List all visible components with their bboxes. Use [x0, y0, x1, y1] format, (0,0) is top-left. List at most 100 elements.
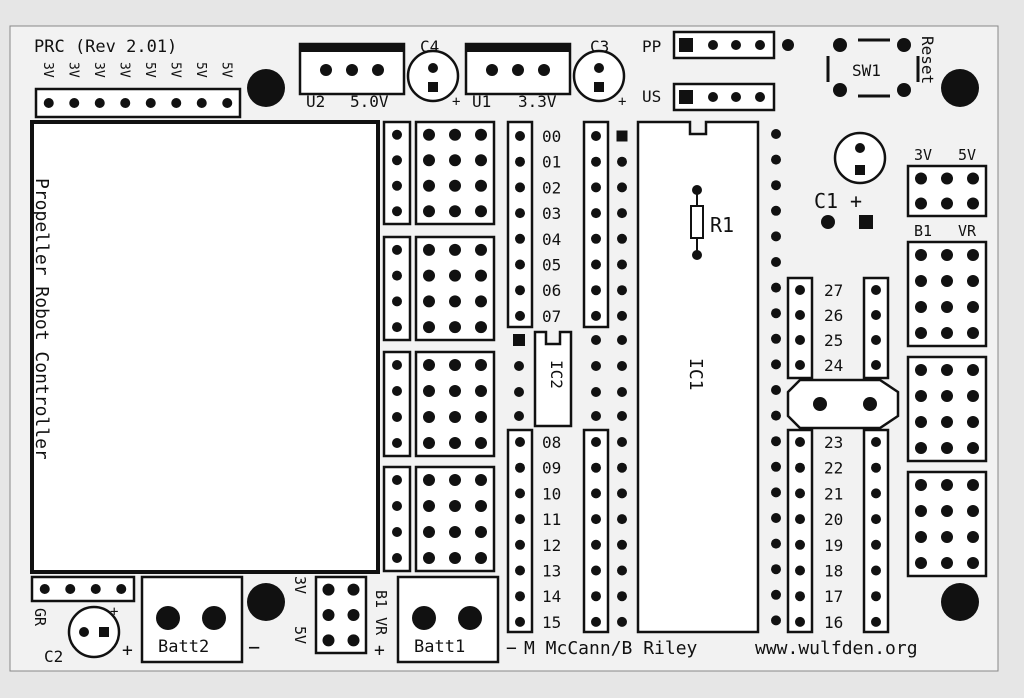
servo-power-header-pad: [423, 243, 435, 256]
sw1-pad: [833, 83, 847, 97]
pin-label-16: 16: [824, 613, 843, 632]
pin-label-17: 17: [824, 587, 843, 606]
servo-header-right-pad: [941, 479, 953, 491]
io-pad: [795, 437, 805, 447]
r1-body: [690, 205, 704, 239]
io-pad: [515, 462, 525, 473]
io-pad: [591, 462, 601, 473]
servo-header-right-pad: [967, 442, 979, 454]
crystal-pad: [813, 397, 827, 411]
c3-pad-sq: [594, 82, 604, 92]
io-pad: [795, 565, 805, 576]
ic1-pad: [771, 359, 781, 370]
sel-plus: +: [374, 640, 385, 661]
power-label: 5V: [167, 62, 182, 78]
io-pad: [871, 565, 881, 576]
io-pad: [871, 310, 881, 320]
voltage-select-jumper-pad: [967, 172, 979, 185]
us-pin: [755, 92, 765, 102]
servo-signal-header-pad: [392, 129, 402, 140]
pp-label: PP: [642, 37, 661, 56]
servo-signal-header-pad: [392, 360, 402, 370]
power-header-pad: [196, 98, 207, 108]
power-label: 5V: [142, 62, 157, 78]
b1-label: B1: [914, 222, 932, 240]
io-pad-sq: [616, 130, 628, 142]
pin-label-26: 26: [824, 306, 843, 325]
controller-label: Propeller Robot Controller: [31, 178, 52, 460]
voltage-select-jumper-pad: [915, 172, 927, 185]
servo-power-header-pad: [475, 359, 487, 371]
io-pad-outer: [617, 539, 627, 550]
io-pad: [795, 539, 805, 550]
servo-header-right-pad: [967, 249, 979, 261]
io-pad: [591, 539, 601, 550]
power-label: 5V: [218, 62, 233, 78]
servo-header-right-pad: [915, 364, 927, 376]
servo-power-header-pad: [449, 552, 461, 564]
io-pad: [515, 616, 525, 627]
servo-header-right-pad: [967, 275, 979, 287]
batt1-pad: [458, 606, 482, 630]
servo-power-header-pad: [449, 179, 461, 192]
servo-power-header-pad: [475, 154, 487, 167]
servo-header-right-pad: [915, 275, 927, 287]
controller-module: [30, 120, 380, 574]
sw1-pad: [833, 38, 847, 52]
gr-header-pad: [90, 584, 101, 594]
io-pad-outer: [617, 616, 627, 627]
io-pad: [515, 539, 525, 550]
servo-power-header-pad: [423, 295, 435, 308]
gr-header-pad: [65, 584, 76, 594]
io-pad: [515, 488, 525, 499]
c1-lead-sq: [859, 215, 873, 229]
servo-power-header-pad: [449, 526, 461, 538]
io-pad: [515, 565, 525, 576]
servo-header-right-pad: [967, 557, 979, 569]
c2-pad: [79, 627, 89, 637]
c2-pad-sq: [99, 627, 109, 637]
ic2-pad: [591, 361, 601, 371]
ic1-pad: [771, 615, 781, 626]
io-pad: [591, 437, 601, 447]
pin-label-25: 25: [824, 331, 843, 350]
servo-header-right-pad: [967, 327, 979, 339]
servo-power-header-pad: [423, 474, 435, 486]
batt2-pad: [156, 606, 180, 630]
servo-power-header-pad: [475, 205, 487, 218]
c4-pad-sq: [428, 82, 438, 92]
board-title: PRC (Rev 2.01): [34, 37, 177, 57]
mount-hole-tr: [941, 69, 979, 107]
servo-header-right-pad: [941, 249, 953, 261]
c3-capacitor: [572, 49, 626, 103]
b1vr-select-jumper-pad: [322, 583, 335, 596]
ic1-pad: [771, 308, 781, 319]
us-pin: [731, 92, 741, 102]
servo-header-right-pad: [941, 416, 953, 428]
io-pad: [591, 616, 601, 627]
io-pad: [591, 259, 601, 270]
ic1-chip: [636, 120, 760, 634]
ic2-pad: [617, 411, 627, 421]
sw1-outline: [826, 38, 920, 98]
servo-signal-header-pad: [392, 553, 402, 563]
power-label: 3V: [91, 62, 106, 78]
mount-hole-br: [941, 583, 979, 621]
u1-pin: [486, 64, 498, 76]
io-pad: [515, 182, 525, 193]
pin-label-24: 24: [824, 356, 843, 375]
io-pad: [795, 514, 805, 525]
ic1-pad: [771, 333, 781, 344]
ic2-chip: [533, 330, 573, 428]
ic2-label: IC2: [547, 360, 566, 389]
servo-signal-header-pad: [392, 386, 402, 396]
ic1-pad: [771, 129, 781, 139]
servo-power-header-pad: [449, 474, 461, 486]
pin-label-05: 05: [542, 256, 561, 275]
servo-header-right-pad: [941, 505, 953, 517]
ic1-pad: [771, 180, 781, 191]
ic1-pad: [771, 257, 781, 267]
servo-signal-header: [382, 465, 412, 573]
servo-header-right-pad: [941, 442, 953, 454]
pp-pin: [708, 40, 718, 50]
